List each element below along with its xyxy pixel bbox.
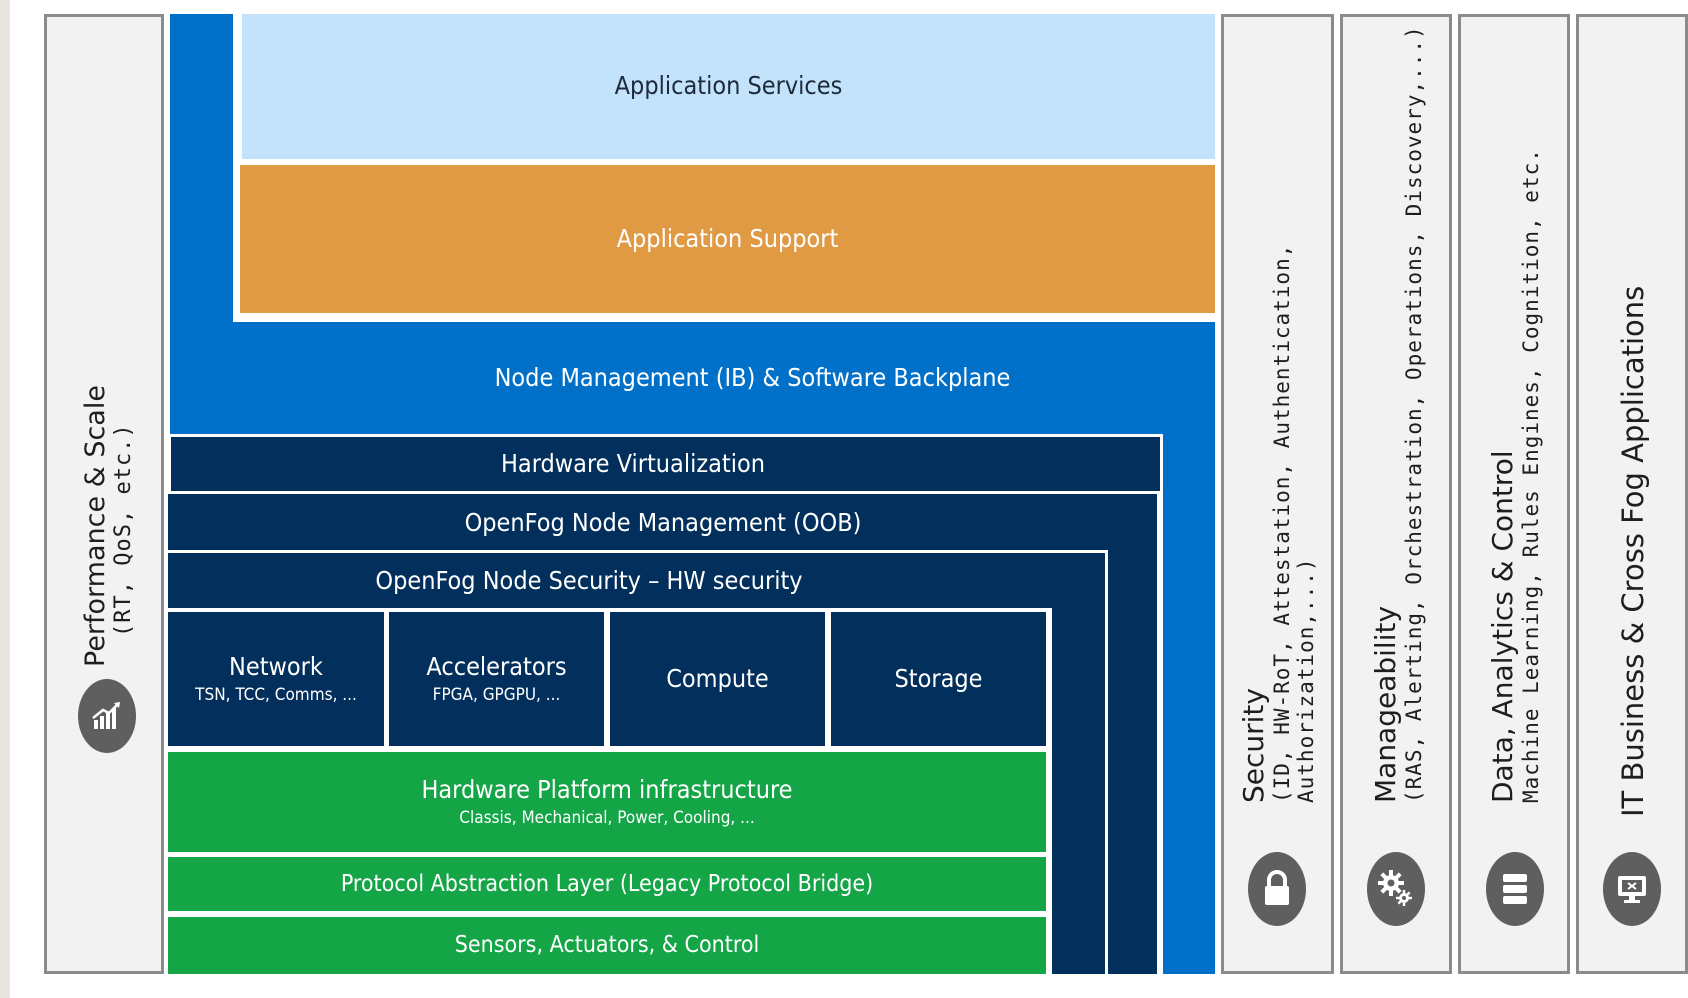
hardware-virtualization-label: Hardware Virtualization [501,448,765,478]
it-business-column: IT Business & Cross Fog Applications [1576,14,1688,974]
openfog-node-management-layer: OpenFog Node Management (OOB) [168,494,1163,552]
network-subtitle: TSN, TCC, Comms, ... [195,684,357,705]
performance-scale-label: Performance & Scale (RT, QoS, etc.) [80,347,136,667]
compute-block: Compute [610,612,825,746]
security-label: Security (ID, HW-RoT, Attestation, Authe… [1237,23,1318,803]
accelerators-subtitle: FPGA, GPGPU, ... [432,684,561,705]
openfog-node-management-label: OpenFog Node Management (OOB) [464,507,862,537]
hardware-platform-layer: Hardware Platform infrastructure Classis… [168,752,1046,852]
security-detail-2: Authorization,...) [1294,557,1318,803]
application-services-layer: Application Services [242,14,1215,159]
it-business-title: IT Business & Cross Fog Applications [1616,285,1650,817]
sensors-layer: Sensors, Actuators, & Control [168,917,1046,974]
compute-title: Compute [666,663,769,693]
openfog-node-security-layer: OpenFog Node Security – HW security [168,553,1105,609]
protocol-abstraction-label: Protocol Abstraction Layer (Legacy Proto… [340,870,874,897]
background-strip [0,0,10,998]
monitor-icon [1603,852,1661,926]
network-title: Network [229,651,323,681]
accelerators-title: Accelerators [426,651,567,681]
manageability-column: Manageability (RAS, Alerting, Orchestrat… [1340,14,1452,974]
security-title: Security [1237,688,1270,803]
gears-icon [1367,852,1425,926]
application-services-label: Application Services [614,71,843,101]
lock-icon [1248,852,1306,926]
data-analytics-title: Data, Analytics & Control [1486,450,1519,803]
data-analytics-column: Data, Analytics & Control Machine Learni… [1458,14,1570,974]
storage-block: Storage [831,612,1046,746]
node-management-layer: Node Management (IB) & Software Backplan… [170,322,1215,434]
application-support-label: Application Support [616,223,839,253]
manageability-title: Manageability [1369,605,1402,803]
openfog-node-security-label: OpenFog Node Security – HW security [375,565,803,595]
performance-scale-column: Performance & Scale (RT, QoS, etc.) [44,14,164,974]
accelerators-block: Accelerators FPGA, GPGPU, ... [389,612,604,746]
application-support-layer: Application Support [240,165,1215,313]
storage-title: Storage [894,663,983,693]
oob-right-divider [1157,491,1160,974]
network-block: Network TSN, TCC, Comms, ... [168,612,384,746]
protocol-abstraction-layer: Protocol Abstraction Layer (Legacy Proto… [168,857,1046,911]
performance-scale-subtitle: (RT, QoS, etc.) [111,423,136,637]
manageability-detail: (RAS, Alerting, Orchestration, Operation… [1402,25,1426,803]
it-business-label: IT Business & Cross Fog Applications [1616,37,1650,817]
database-icon [1486,852,1544,926]
chart-growth-icon [78,679,136,753]
data-analytics-detail: Machine Learning, Rules Engines, Cogniti… [1519,148,1543,803]
sensors-label: Sensors, Actuators, & Control [454,932,760,959]
security-detail-1: (ID, HW-RoT, Attestation, Authentication… [1270,243,1294,803]
performance-scale-title: Performance & Scale [80,385,111,667]
security-column: Security (ID, HW-RoT, Attestation, Authe… [1221,14,1334,974]
node-management-label: Node Management (IB) & Software Backplan… [494,362,1011,392]
manageability-label: Manageability (RAS, Alerting, Orchestrat… [1369,23,1426,803]
hardware-platform-subtitle: Classis, Mechanical, Power, Cooling, ... [459,807,755,828]
hardware-platform-title: Hardware Platform infrastructure [421,774,793,804]
hardware-virtualization-layer: Hardware Virtualization [168,437,1163,491]
data-analytics-label: Data, Analytics & Control Machine Learni… [1486,23,1543,803]
